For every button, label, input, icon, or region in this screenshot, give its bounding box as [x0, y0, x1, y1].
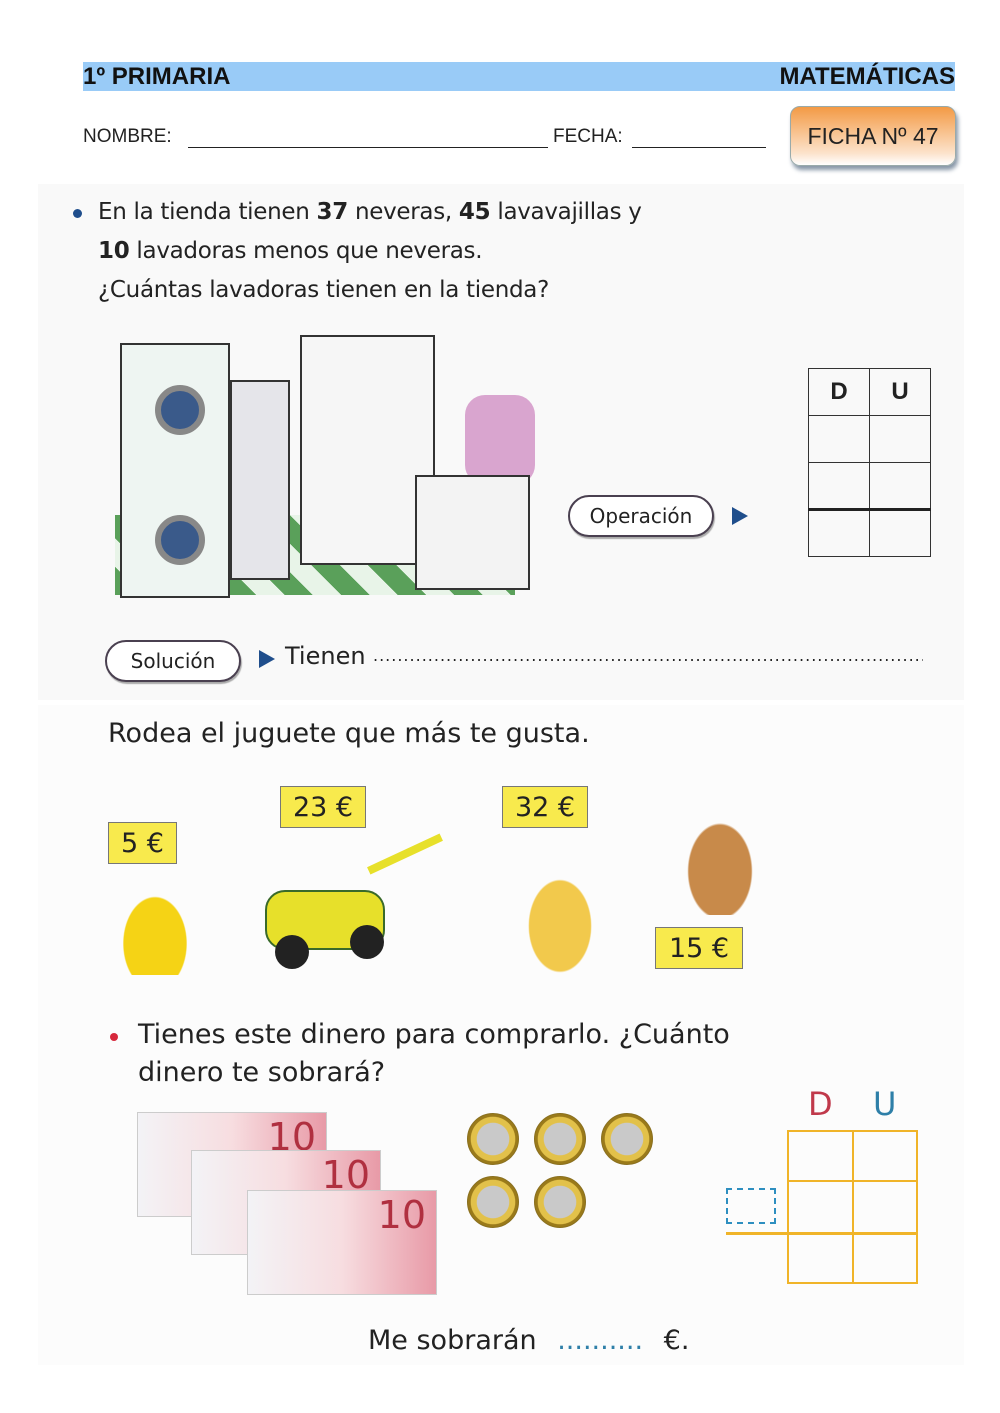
one-euro-coin-icon [467, 1113, 519, 1165]
problem1-line3: ¿Cuántas lavadoras tienen en la tienda? [98, 277, 549, 303]
du-grid-cells[interactable] [787, 1130, 918, 1284]
cell[interactable] [808, 462, 870, 510]
cell[interactable] [869, 415, 931, 463]
problem2-title: Rodea el juguete que más te gusta. [108, 718, 590, 749]
column-header-d: D [808, 368, 870, 416]
result-line [726, 1232, 918, 1235]
answer-line-2: Me sobrarán .......... €. [368, 1325, 689, 1356]
question-line2: dinero te sobrará? [138, 1057, 386, 1088]
one-euro-coin-icon [601, 1113, 653, 1165]
arrow-right-icon [732, 507, 748, 525]
date-label: FECHA: [553, 126, 623, 147]
column-header-u: U [869, 368, 931, 416]
giraffe-plush-small-icon[interactable] [515, 860, 605, 980]
result-cell[interactable] [869, 508, 931, 557]
answer-prefix: Me sobrarán [368, 1325, 537, 1356]
result-cell[interactable] [808, 508, 870, 557]
date-field[interactable] [632, 128, 766, 148]
operator-box[interactable] [726, 1188, 776, 1224]
answer-blank[interactable]: .......... [557, 1325, 644, 1356]
duck-toy-icon[interactable] [115, 885, 195, 975]
dishwasher-icon [415, 475, 530, 590]
price-tag: 23 € [280, 786, 366, 828]
price-tag: 5 € [108, 822, 177, 864]
bullet-icon [73, 209, 82, 218]
one-euro-coin-icon [534, 1113, 586, 1165]
one-euro-coin-icon [534, 1176, 586, 1228]
grade-label: 1º PRIMARIA [83, 63, 231, 90]
arrow-right-icon [259, 650, 275, 668]
problem1-line2: 10 lavadoras menos que neveras. [98, 238, 483, 264]
question-line1: Tienes este dinero para comprarlo. ¿Cuán… [138, 1019, 730, 1050]
operation-label: Operación [568, 495, 714, 537]
answer-line[interactable]: ........................................… [373, 646, 923, 665]
ten-euro-bill-icon: 10 [247, 1190, 437, 1295]
sheet-number: FICHA Nº 47 [807, 122, 939, 149]
problem2-section [38, 705, 964, 1365]
problem1-line1: En la tienda tienen 37 neveras, 45 lavav… [98, 199, 642, 225]
column-header-d: D [808, 1085, 833, 1123]
fridge-icon [300, 335, 435, 565]
name-field[interactable] [188, 128, 548, 148]
solution-label: Solución [105, 640, 241, 682]
giraffe-plush-icon[interactable] [665, 790, 775, 915]
bullet-icon [110, 1033, 118, 1041]
price-tag: 15 € [655, 927, 743, 969]
lawnmower-toy-icon[interactable] [255, 833, 445, 970]
column-header-u: U [873, 1085, 897, 1123]
answer-prefix: Tienen [285, 642, 366, 670]
cell[interactable] [869, 462, 931, 510]
cell[interactable] [808, 415, 870, 463]
answer-suffix: €. [663, 1325, 690, 1356]
appliances-illustration [105, 335, 535, 605]
sheet-number-badge: FICHA Nº 47 [790, 106, 956, 166]
header-bar: 1º PRIMARIA MATEMÁTICAS [83, 62, 955, 91]
one-euro-coin-icon [467, 1176, 519, 1228]
name-label: NOMBRE: [83, 126, 172, 147]
subject-label: MATEMÁTICAS [779, 63, 955, 90]
price-tag: 32 € [502, 786, 588, 828]
